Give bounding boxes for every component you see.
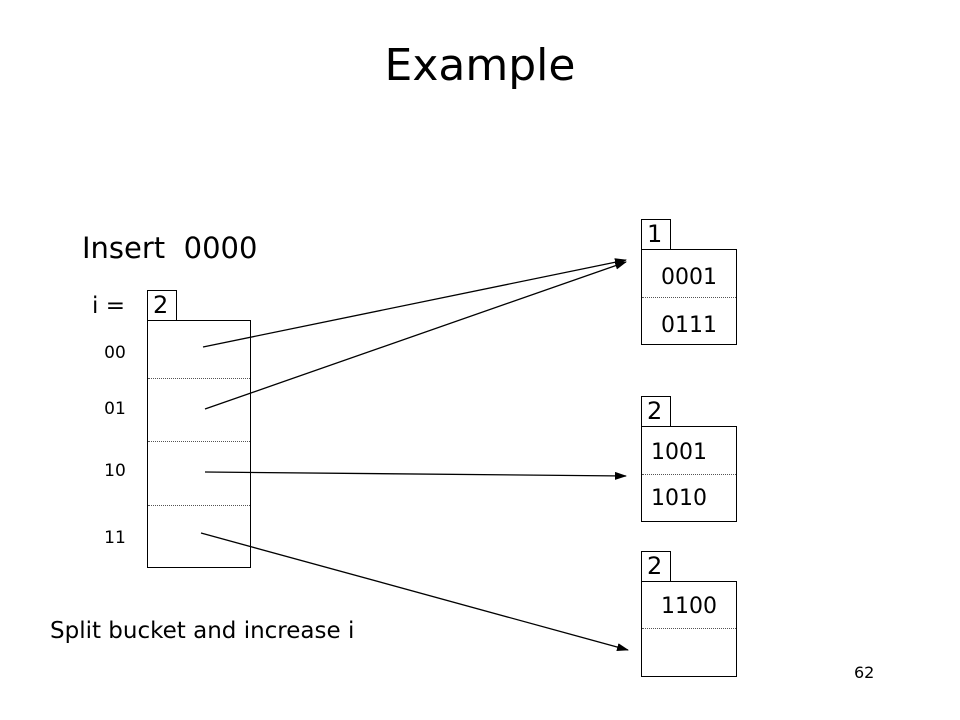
bucket-2-key-1: 1001 xyxy=(651,440,707,465)
bucket-1-key-1: 0001 xyxy=(661,265,717,290)
pointer-00-to-bucket-1 xyxy=(202,258,627,348)
directory-table xyxy=(147,320,251,568)
directory-key-10: 10 xyxy=(104,461,126,481)
bucket-3-key-1: 1100 xyxy=(661,594,717,619)
pointer-10-to-bucket-2 xyxy=(204,471,627,480)
bucket-1-local-depth: 1 xyxy=(641,219,671,250)
insert-label: Insert 0000 xyxy=(82,231,258,265)
directory-divider xyxy=(148,505,250,506)
bucket-3-local-depth: 2 xyxy=(641,551,671,582)
directory-divider xyxy=(148,441,250,442)
bucket-1-key-2: 0111 xyxy=(661,313,717,338)
bucket-1-divider xyxy=(642,297,736,298)
slide-title: Example xyxy=(384,40,576,91)
caption: Split bucket and increase i xyxy=(50,618,355,644)
directory-key-00: 00 xyxy=(104,343,126,363)
directory-divider xyxy=(148,378,250,379)
page-number: 62 xyxy=(854,663,875,682)
bucket-3 xyxy=(641,581,737,677)
bucket-2-local-depth: 2 xyxy=(641,396,671,427)
global-depth-label: i = xyxy=(92,293,125,319)
directory-key-01: 01 xyxy=(104,399,126,419)
directory-key-11: 11 xyxy=(104,528,126,548)
bucket-2-divider xyxy=(642,474,736,475)
pointer-01-to-bucket-1 xyxy=(204,261,627,410)
bucket-3-divider xyxy=(642,628,736,629)
global-depth-box: 2 xyxy=(147,290,177,321)
bucket-2-key-2: 1010 xyxy=(651,486,707,511)
pointer-11-to-bucket-3 xyxy=(200,532,629,651)
